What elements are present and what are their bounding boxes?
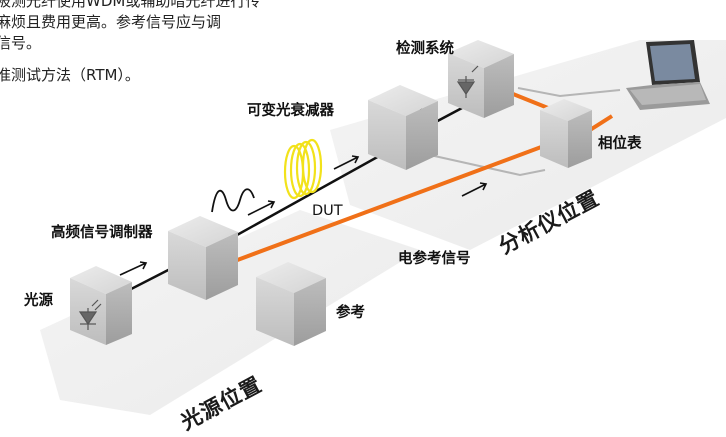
label-light-source: 光源	[24, 293, 53, 309]
attenuator-to-phase-wire	[429, 154, 546, 177]
light-source-box	[70, 266, 132, 345]
detector-phase-link	[507, 90, 549, 110]
label-electrical-reference: 电参考信号	[398, 251, 471, 267]
phase-laptop-link	[588, 114, 614, 132]
intro-line-2: 麻烦且费用更高。参考信号应与调	[0, 13, 222, 31]
arrow-dut-attenuator	[333, 155, 360, 170]
intro-line-4: 准测试方法（RTM）。	[0, 66, 140, 84]
detector-to-phase-wire	[517, 87, 621, 98]
analyzer-floor	[330, 40, 726, 250]
label-modulator: 高频信号调制器	[51, 225, 153, 241]
electrical-reference-line	[231, 138, 561, 264]
label-phase-meter: 相位表	[598, 136, 642, 152]
label-attenuator: 可变光衰减器	[247, 103, 334, 119]
intro-line-3: 信号。	[0, 34, 42, 52]
laptop-icon	[626, 40, 710, 110]
attenuator-box	[368, 85, 438, 170]
rf-sine-wave	[211, 188, 255, 213]
intro-line-1: 被测光纤使用WDM或辅助暗光纤进行传	[0, 0, 261, 10]
detector-symbol-icon	[456, 65, 479, 98]
reference-box	[256, 262, 326, 346]
arrow-modulator-dut	[247, 200, 276, 216]
detection-system-box	[448, 40, 514, 118]
arrow-reference-phase	[461, 182, 488, 197]
modulator-box	[168, 216, 238, 300]
source-floor	[40, 210, 420, 415]
phase-meter-box	[540, 99, 592, 168]
optical-fiber-dut	[227, 148, 391, 242]
label-detection-system: 检测系统	[396, 41, 454, 57]
label-dut: DUT	[312, 203, 343, 219]
laser-symbol-icon	[78, 299, 102, 330]
dut-fiber-coil	[283, 138, 323, 200]
label-reference: 参考	[336, 305, 365, 321]
arrow-source-modulator	[119, 261, 148, 276]
